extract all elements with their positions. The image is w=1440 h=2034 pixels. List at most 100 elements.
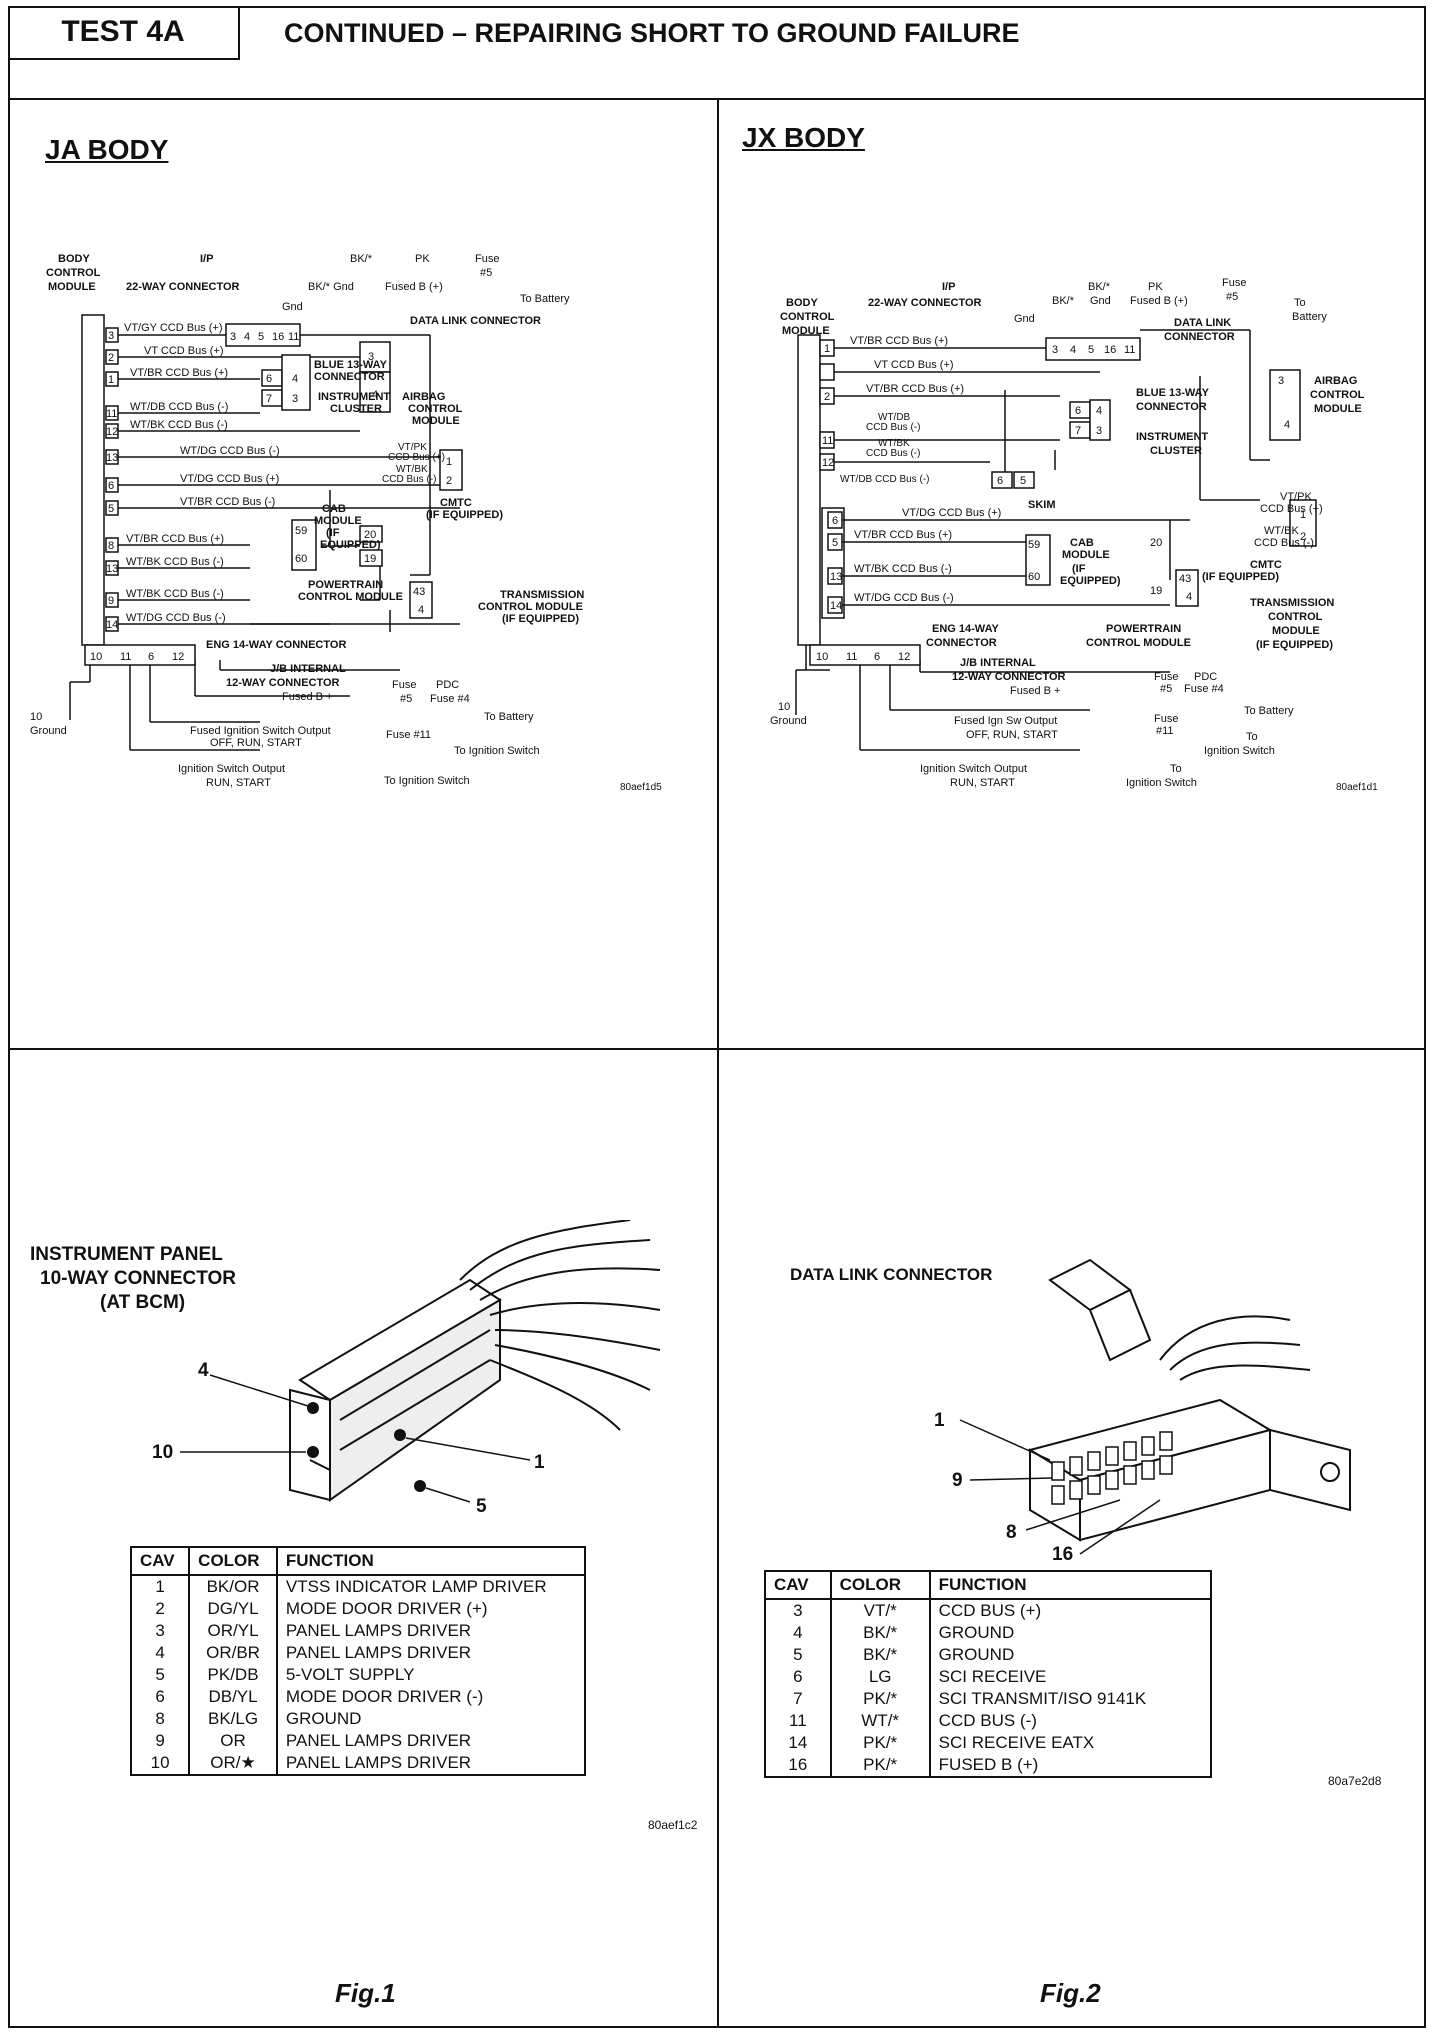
jx-ic-pin: 6: [1075, 405, 1081, 417]
cell: PANEL LAMPS DRIVER: [275, 1730, 587, 1752]
ja-wire-label: WT/DG CCD Bus (-): [126, 612, 226, 624]
jx-cab-pin: 19: [1150, 585, 1162, 597]
jx-ic-pin: 3: [1096, 425, 1102, 437]
ja-cmtc-label: (IF EQUIPPED): [426, 509, 503, 521]
ja-bcm-label: MODULE: [48, 281, 96, 293]
jx-body-title: JX BODY: [742, 122, 865, 153]
cell: PK/DB: [188, 1664, 278, 1686]
cell: WT/*: [829, 1710, 931, 1732]
jx-tcm-label: TRANSMISSION: [1250, 597, 1334, 609]
jx-airbag-pin: 4: [1284, 419, 1290, 431]
jx-dlc-label: DATA LINK: [1174, 317, 1231, 329]
cell: 6: [129, 1686, 191, 1708]
jx-bcm-pin: 11: [822, 435, 833, 447]
cell: MODE DOOR DRIVER (+): [275, 1598, 587, 1620]
cell: GROUND: [275, 1708, 587, 1730]
cell: 16: [764, 1754, 832, 1778]
ja-cmtc-label: CMTC: [440, 497, 472, 509]
ja-fiso-label: Fused Ignition Switch Output: [190, 725, 331, 737]
ja-blue-connector-label: CONNECTOR: [314, 371, 385, 383]
table-header-row: CAV COLOR FUNCTION: [129, 1546, 587, 1576]
jx-cmtc-wire: WT/BK: [1264, 525, 1299, 537]
jx-jb-pin: 6: [874, 651, 880, 663]
table-header: COLOR: [829, 1570, 931, 1600]
jx-fuse-label: #5: [1226, 291, 1238, 303]
jx-cmtc-wire: CCD Bus (-): [1254, 537, 1314, 549]
cell: PANEL LAMPS DRIVER: [275, 1642, 587, 1664]
cell: 3: [764, 1599, 832, 1622]
fig1-callout: 10: [152, 1442, 173, 1463]
jx-fuse-pdc: #5: [1160, 683, 1172, 695]
fig1-callout: 4: [198, 1360, 209, 1381]
ja-ic-label: CLUSTER: [330, 403, 382, 415]
jx-wire-label: VT/DG CCD Bus (+): [902, 507, 1001, 519]
ja-pk-label: PK: [415, 253, 430, 265]
ja-ip-label: 22-WAY CONNECTOR: [126, 281, 240, 293]
jx-wire-label: WT/DG CCD Bus (-): [854, 592, 954, 604]
ja-wire-label: WT/DG CCD Bus (-): [180, 445, 280, 457]
ja-to-ignition: To Ignition Switch: [454, 745, 540, 757]
cell: 5: [129, 1664, 191, 1686]
jx-fuse11-label: #11: [1156, 725, 1174, 737]
ja-bk-label: BK/* Gnd: [308, 281, 354, 293]
jx-to-battery: Battery: [1292, 311, 1327, 323]
ja-ic-pin: 4: [292, 373, 298, 385]
jx-blue-connector-label: BLUE 13-WAY: [1136, 387, 1210, 399]
jx-cmtc-wire: CCD Bus (+): [1260, 503, 1323, 515]
jx-bcm-pin: 6: [832, 515, 838, 527]
jx-bcm-pin: 13: [830, 571, 842, 583]
jx-wire-label: WT/DB: [878, 412, 911, 423]
ja-bcm-label: CONTROL: [46, 267, 101, 279]
ja-bcm-pin: 8: [108, 540, 114, 552]
cell: SCI TRANSMIT/ISO 9141K: [928, 1688, 1213, 1710]
jx-cab-pin: 20: [1150, 537, 1162, 549]
jx-bcm-pin: 5: [832, 537, 838, 549]
ja-dlc-pin: 11: [288, 331, 299, 343]
jx-cmtc-label: CMTC: [1250, 559, 1282, 571]
jx-ic-pin: 7: [1075, 425, 1081, 437]
jx-to-ignition: Ignition Switch: [1204, 745, 1275, 757]
ja-ground-label: 10: [30, 711, 42, 723]
jx-cmtc-wire: VT/PK: [1280, 491, 1312, 503]
ja-cab-label: MODULE: [314, 515, 362, 527]
table-header: FUNCTION: [928, 1570, 1213, 1600]
ja-cab-pin: 60: [295, 553, 307, 565]
ja-body-wiring-diagram: BODY CONTROL MODULE I/P 22-WAY CONNECTOR…: [30, 253, 662, 793]
jx-bk-label: BK/*: [1052, 295, 1075, 307]
test-label: TEST 4A: [8, 6, 240, 60]
cell: 11: [764, 1710, 832, 1732]
table-header: CAV: [764, 1570, 832, 1600]
jx-cab-label: (IF: [1072, 563, 1086, 575]
jx-fiso-label: OFF, RUN, START: [966, 729, 1058, 741]
ja-cmtc-wire: CCD Bus (-): [382, 474, 436, 485]
ja-ic-pin: 7: [266, 393, 272, 405]
jx-jb-pin: 10: [816, 651, 828, 663]
ja-to-ignition: To Ignition Switch: [384, 775, 470, 787]
jx-eng-connector-label: CONNECTOR: [926, 637, 997, 649]
jx-dlc-pin: 16: [1104, 344, 1116, 356]
jx-wire-label: CCD Bus (-): [866, 448, 920, 459]
cell: 14: [764, 1732, 832, 1754]
ja-bcm-pin: 14: [106, 619, 118, 631]
jx-cab-label: CAB: [1070, 537, 1094, 549]
ja-pcm-label: CONTROL MODULE: [298, 591, 403, 603]
data-link-connector-illustration: DATA LINK CONNECTOR 1 9 8 16: [790, 1258, 1351, 1565]
jx-jb-label: J/B INTERNAL: [960, 657, 1036, 669]
jx-wire-label: VT/BR CCD Bus (+): [854, 529, 952, 541]
ja-cmtc-pin: 2: [446, 475, 452, 487]
cell: VTSS INDICATOR LAMP DRIVER: [275, 1575, 587, 1598]
cell: 5: [764, 1644, 832, 1666]
ja-bcm-pin: 9: [108, 595, 114, 607]
cell: PK/*: [829, 1688, 931, 1710]
jx-pk-label: PK: [1148, 281, 1163, 293]
cell: PK/*: [829, 1732, 931, 1754]
jx-cmtc-pin: 2: [1300, 531, 1306, 543]
ja-jb-label: 12-WAY CONNECTOR: [226, 677, 340, 689]
